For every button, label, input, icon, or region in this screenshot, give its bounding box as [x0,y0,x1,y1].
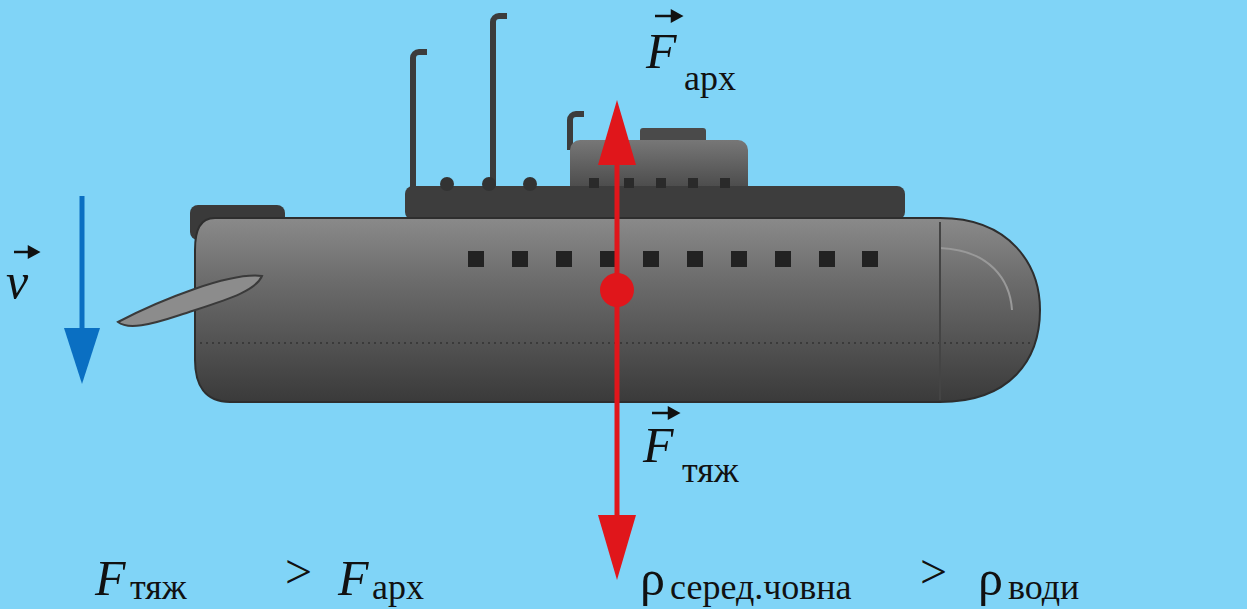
force-symbol: F [338,553,369,603]
force-subscript: арх [684,60,736,96]
density-subscript: води [1008,569,1079,605]
force-symbol: F [646,26,677,76]
velocity-arrow [64,196,100,384]
tail-fin [118,276,262,326]
density-symbol: ρ [640,553,665,603]
vector-mark [14,11,681,418]
force-symbol: F [95,553,126,603]
periscope [413,16,584,190]
velocity-symbol: v [6,256,28,306]
relation-sign: > [285,548,312,596]
force-symbol: F [643,420,674,470]
tower-window [589,178,730,188]
relation-sign: > [920,548,947,596]
force-subscript: тяж [130,569,187,605]
conning-tower [570,140,748,196]
porthole [468,251,878,267]
density-symbol: ρ [978,553,1003,603]
force-subscript: тяж [682,452,739,488]
deck [405,186,905,220]
force-subscript: арх [372,569,424,605]
force-arrow [598,100,636,580]
density-subscript: серед.човна [670,569,852,605]
